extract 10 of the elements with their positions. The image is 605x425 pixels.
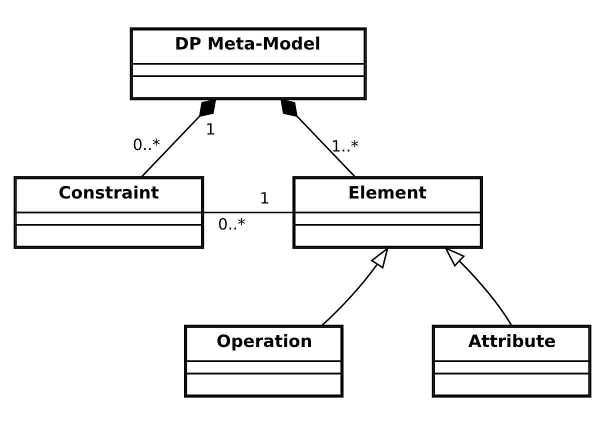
label: 1..* xyxy=(331,137,359,156)
label: 0..* xyxy=(218,215,246,234)
arrow xyxy=(444,246,512,326)
label: 1 xyxy=(260,189,270,208)
connector xyxy=(280,98,356,178)
connector xyxy=(204,212,293,214)
arrow xyxy=(322,246,389,326)
label: 0..* xyxy=(132,136,160,154)
label: 1 xyxy=(206,120,216,138)
connector xyxy=(141,98,216,178)
